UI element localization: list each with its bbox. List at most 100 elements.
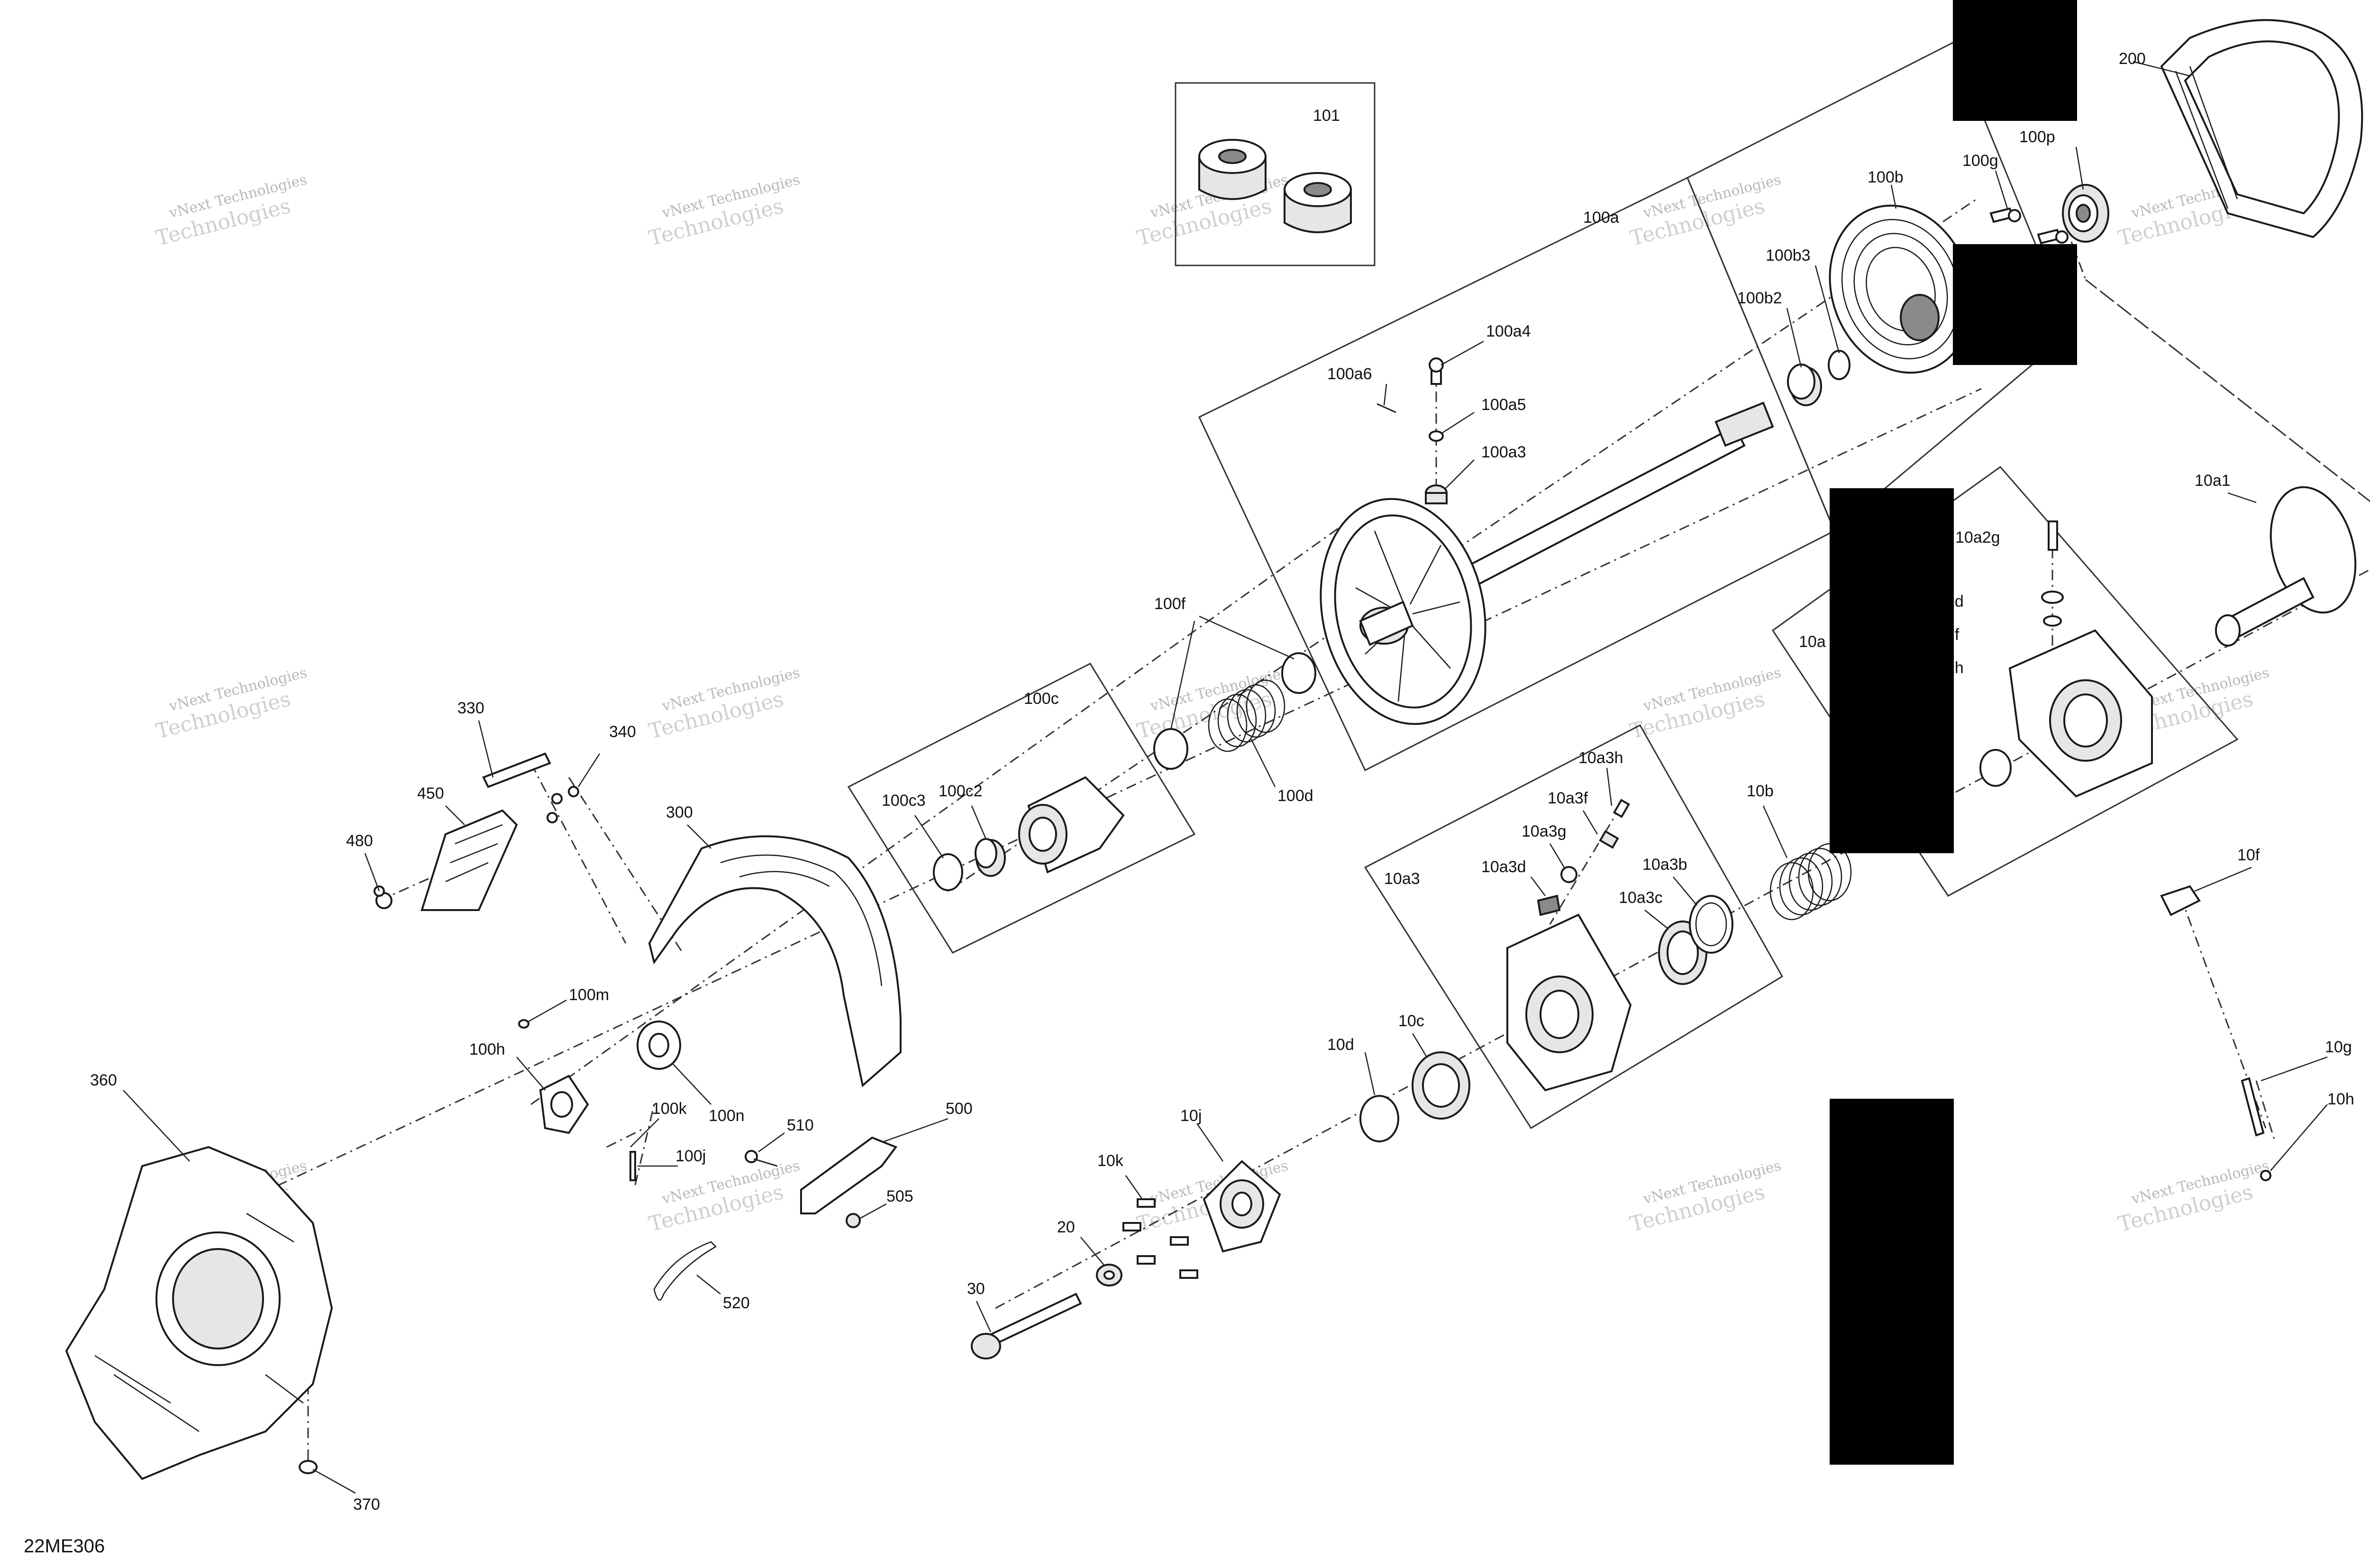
label-500: 500	[946, 1100, 973, 1118]
part-10f-weight	[2160, 885, 2201, 916]
part-100a-shaft	[1320, 401, 1774, 725]
part-505-nut	[846, 1213, 861, 1228]
part-10a3b-ring	[1689, 895, 1733, 954]
part-20-washer	[1096, 1264, 1122, 1286]
part-100f-rings	[1153, 652, 1316, 770]
part-100c-cam	[1018, 776, 1125, 874]
part-30-bolt	[971, 1293, 1082, 1359]
bolt-axis-480	[379, 862, 465, 902]
part-100c2-bushing	[975, 838, 1006, 877]
label-300: 300	[666, 803, 693, 821]
label-100a: 100a	[1583, 209, 1619, 227]
label-100b: 100b	[1868, 168, 1904, 186]
label-100j: 100j	[675, 1147, 706, 1165]
part-100c3-ring	[933, 853, 963, 891]
part-10a-spider	[1979, 520, 2153, 798]
label-100k: 100k	[652, 1100, 687, 1118]
label-10a3f: 10a3f	[1548, 789, 1588, 807]
label-505: 505	[886, 1187, 913, 1205]
main-axis-line	[218, 388, 1982, 1214]
part-510-screw	[745, 1150, 778, 1167]
part-10d-ring	[1359, 1095, 1399, 1142]
secondary-axis-line	[530, 501, 1375, 1105]
redaction-block	[1953, 244, 2077, 365]
label-10a1: 10a1	[2195, 472, 2231, 490]
label-10a3: 10a3	[1384, 870, 1420, 888]
part-100b-sheave	[1829, 204, 1973, 374]
label-10j: 10j	[1180, 1107, 1202, 1125]
part-10k-bolts	[1122, 1198, 1198, 1279]
label-10g: 10g	[2325, 1038, 2352, 1056]
label-100a3: 100a3	[1481, 443, 1526, 461]
part-370-washer	[299, 1460, 318, 1474]
part-100b2-bushing	[1787, 364, 1822, 406]
label-101: 101	[1313, 107, 1340, 125]
label-10h: 10h	[2327, 1090, 2354, 1108]
label-20: 20	[1057, 1218, 1075, 1236]
part-480-bolt	[374, 885, 392, 909]
label-10a3d: 10a3d	[1481, 858, 1526, 876]
belt-loop-line	[2070, 241, 2370, 502]
part-10b-spring	[1769, 843, 1852, 921]
label-100a5: 100a5	[1481, 396, 1526, 414]
part-10j-cover	[1203, 1160, 1281, 1253]
label-100f: 100f	[1154, 595, 1186, 613]
redaction-blocks	[1830, 0, 2077, 1465]
group-box-100c	[847, 663, 1196, 954]
part-10a3-small-parts	[1537, 799, 1630, 916]
label-100d: 100d	[1277, 787, 1313, 805]
label-510: 510	[787, 1116, 814, 1134]
label-100n: 100n	[709, 1107, 745, 1125]
document-code: 22ME306	[24, 1536, 105, 1557]
label-100a6: 100a6	[1327, 365, 1372, 383]
part-10a1-sheave	[2215, 486, 2357, 647]
part-10c-bearing	[1412, 1051, 1470, 1120]
label-10a3b: 10a3b	[1642, 856, 1687, 874]
bolt-axis-10g	[2255, 1080, 2276, 1143]
bolt-axis-100j	[634, 1104, 655, 1185]
label-100b2: 100b2	[1737, 289, 1782, 307]
redaction-block	[1953, 0, 2077, 121]
part-100h-nut	[539, 1075, 589, 1134]
label-370: 370	[353, 1495, 380, 1513]
part-100g-bolts	[1989, 207, 2069, 245]
part-10h-screw	[2260, 1170, 2271, 1181]
part-labels: 101 200 100p 100g 100b 100a 100b3 100b2 …	[90, 50, 2354, 1513]
label-100c2: 100c2	[939, 782, 983, 800]
group-box-10a3	[1364, 724, 1784, 1130]
part-300-guard	[648, 835, 902, 1087]
part-200-belt	[2160, 19, 2363, 238]
label-10a: 10a	[1799, 633, 1826, 651]
part-101-sleeves	[1198, 139, 1352, 233]
part-100p-bearing	[2062, 184, 2109, 243]
bolt-axis-330	[530, 763, 627, 944]
part-520-clip	[653, 1241, 717, 1301]
part-100a-bolts	[1376, 357, 1448, 504]
label-330: 330	[457, 699, 484, 717]
part-340-fasteners	[547, 786, 579, 823]
label-100m: 100m	[569, 986, 609, 1004]
part-100d-spring	[1208, 679, 1285, 752]
label-520: 520	[723, 1294, 750, 1312]
part-10g-spacer	[2241, 1077, 2265, 1137]
label-450: 450	[417, 784, 444, 802]
leader-lines	[123, 61, 2328, 1494]
part-500-lever	[800, 1136, 898, 1214]
part-360-housing	[65, 1146, 333, 1480]
label-200: 200	[2119, 50, 2146, 68]
label-100h: 100h	[469, 1040, 505, 1058]
part-100j-pin	[629, 1151, 636, 1181]
label-10k: 10k	[1097, 1152, 1124, 1170]
label-100p: 100p	[2019, 128, 2055, 146]
label-10b: 10b	[1747, 782, 1774, 800]
part-10a3-spider	[1506, 913, 1632, 1092]
label-480: 480	[346, 832, 373, 850]
label-100c: 100c	[1024, 690, 1059, 708]
part-450-plate	[420, 809, 518, 911]
part-330-bracket	[482, 752, 551, 788]
label-10a3g: 10a3g	[1522, 822, 1567, 840]
part-100m-small	[518, 1019, 529, 1029]
label-10d: 10d	[1327, 1036, 1354, 1054]
label-10a2g: 10a2g	[1955, 529, 2000, 547]
